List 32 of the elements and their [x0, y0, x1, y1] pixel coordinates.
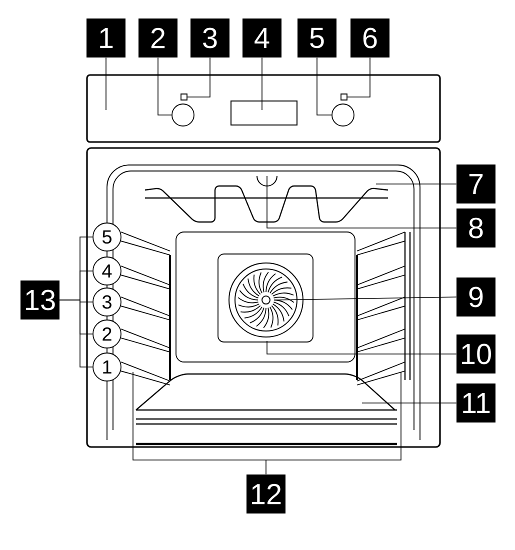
callout-number: 11	[456, 384, 496, 422]
callout-number: 13	[20, 280, 60, 320]
callout-number: 2	[138, 18, 178, 58]
callout-number: 1	[86, 18, 126, 58]
shelf-level-number: 1	[92, 352, 122, 382]
leader-line	[347, 57, 370, 98]
indicator-light	[180, 94, 188, 100]
leader-line	[266, 176, 457, 228]
knob	[332, 104, 354, 126]
leader-line	[158, 57, 172, 116]
callout-number: 4	[242, 18, 282, 58]
leader-line	[266, 340, 457, 354]
callout-number: 9	[456, 278, 496, 316]
leader-line	[187, 57, 210, 98]
leader-line	[59, 300, 93, 368]
knob	[172, 104, 194, 126]
callout-number: 8	[456, 208, 496, 248]
shelf-level-number: 4	[92, 256, 122, 286]
shelf-level-number: 2	[92, 320, 122, 348]
leader-line	[316, 57, 332, 116]
callout-number: 12	[246, 474, 286, 514]
leader-line	[132, 372, 402, 475]
leader-line	[362, 402, 457, 404]
callout-number: 10	[456, 334, 496, 374]
shelf-level-number: 3	[92, 288, 122, 316]
callout-number: 5	[298, 18, 336, 58]
shelf-level-number: 5	[92, 222, 122, 252]
callout-number: 3	[190, 18, 230, 58]
callout-number: 6	[350, 18, 390, 58]
callout-number: 7	[456, 164, 496, 204]
indicator-light	[340, 94, 348, 100]
leader-line	[274, 296, 457, 300]
